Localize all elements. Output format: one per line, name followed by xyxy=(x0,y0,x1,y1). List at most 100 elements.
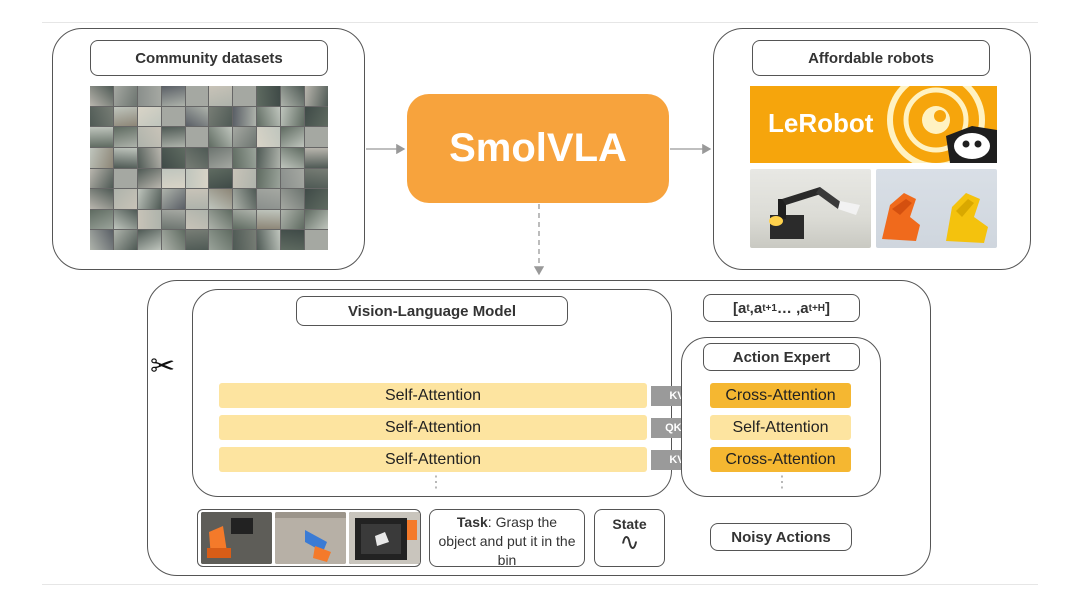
so100-robot-photo xyxy=(750,169,871,248)
dataset-thumbnail xyxy=(161,147,185,168)
dataset-thumbnail xyxy=(113,147,137,168)
task-label: Task xyxy=(456,514,488,530)
dataset-thumbnail xyxy=(185,189,209,209)
input-image-2 xyxy=(275,512,346,564)
expert-cross-attention-1: Cross-Attention xyxy=(710,383,851,408)
dataset-thumbnail xyxy=(257,189,281,209)
dataset-thumbnail xyxy=(185,106,209,127)
expert-ellipsis: ⋮ xyxy=(774,474,790,491)
dataset-thumbnail xyxy=(137,147,161,168)
dataset-thumbnail xyxy=(233,168,257,189)
task-instruction-box: Task: Grasp the object and put it in the… xyxy=(429,509,585,568)
dataset-thumbnail xyxy=(113,230,137,250)
dataset-thumbnail xyxy=(305,230,328,250)
lerobot-logo-banner: LeRobot xyxy=(750,86,997,163)
dataset-thumbnail xyxy=(137,127,161,147)
dataset-thumbnail xyxy=(305,127,328,147)
vlm-self-attention-1: Self-Attention xyxy=(219,383,647,408)
dataset-thumbnail xyxy=(281,127,305,147)
dataset-thumbnail xyxy=(209,168,233,189)
expert-self-attention: Self-Attention xyxy=(710,415,851,440)
scissors-icon: ✂ xyxy=(150,350,176,383)
dataset-thumbnail xyxy=(257,230,281,250)
dataset-thumbnail xyxy=(281,189,305,209)
kv-label-1: KV xyxy=(669,390,685,402)
dataset-thumbnail xyxy=(185,168,209,189)
dataset-thumbnail xyxy=(90,230,113,250)
dataset-thumbnail xyxy=(233,209,257,230)
dataset-thumbnail xyxy=(185,230,209,250)
output-mid1: ,a xyxy=(749,299,763,317)
dataset-thumbnail xyxy=(281,106,305,127)
dataset-thumbnail xyxy=(257,209,281,230)
dataset-thumbnail xyxy=(185,147,209,168)
dataset-thumbnail xyxy=(233,106,257,127)
dataset-thumbnail xyxy=(90,127,113,147)
state-wave-icon: ∿ xyxy=(619,529,640,556)
output-sub-t: t xyxy=(746,302,750,314)
top-rule xyxy=(42,22,1038,23)
dataset-thumbnail xyxy=(90,106,113,127)
dataset-thumbnail xyxy=(90,168,113,189)
dataset-thumbnail xyxy=(209,86,233,106)
action-expert-label: Action Expert xyxy=(703,343,860,371)
dataset-thumbnail xyxy=(161,189,185,209)
dataset-thumbnail xyxy=(90,86,113,106)
dataset-thumbnail xyxy=(113,168,137,189)
dataset-thumbnail xyxy=(233,189,257,209)
vlm-label: Vision-Language Model xyxy=(296,296,568,326)
dataset-thumbnail xyxy=(113,127,137,147)
dataset-thumbnail xyxy=(281,168,305,189)
dataset-mosaic-image xyxy=(90,86,328,250)
dataset-thumbnail xyxy=(209,209,233,230)
dataset-thumbnail xyxy=(305,147,328,168)
input-image-1 xyxy=(201,512,272,564)
dataset-thumbnail xyxy=(209,106,233,127)
dataset-thumbnail xyxy=(137,168,161,189)
dataset-thumbnail xyxy=(257,147,281,168)
dataset-thumbnail xyxy=(161,230,185,250)
noisy-actions-label: Noisy Actions xyxy=(710,523,852,551)
dataset-thumbnail xyxy=(257,106,281,127)
output-prefix: [a xyxy=(732,299,747,317)
dataset-thumbnail xyxy=(305,86,328,106)
community-datasets-label: Community datasets xyxy=(90,40,328,76)
vlm-self-attention-3: Self-Attention xyxy=(219,447,647,472)
dataset-thumbnail xyxy=(185,86,209,106)
koch-robot-photo xyxy=(876,169,997,248)
dataset-thumbnail xyxy=(209,147,233,168)
expert-cross-attention-2: Cross-Attention xyxy=(710,447,851,472)
dataset-thumbnail xyxy=(305,106,328,127)
dataset-thumbnail xyxy=(137,86,161,106)
dataset-thumbnail xyxy=(209,189,233,209)
affordable-robots-label: Affordable robots xyxy=(752,40,990,76)
lerobot-mascot-icon xyxy=(887,86,997,163)
dataset-thumbnail xyxy=(281,230,305,250)
kv-label-2: KV xyxy=(669,454,685,466)
dataset-thumbnail xyxy=(137,209,161,230)
dataset-thumbnail xyxy=(161,106,185,127)
dataset-thumbnail xyxy=(161,209,185,230)
dataset-thumbnail xyxy=(305,209,328,230)
dataset-thumbnail xyxy=(161,127,185,147)
dataset-thumbnail xyxy=(281,209,305,230)
dataset-thumbnail xyxy=(185,209,209,230)
dataset-thumbnail xyxy=(113,86,137,106)
output-suffix: ] xyxy=(825,299,831,317)
input-image-3 xyxy=(349,512,420,564)
dataset-thumbnail xyxy=(90,147,113,168)
dataset-thumbnail xyxy=(209,127,233,147)
dataset-thumbnail xyxy=(161,86,185,106)
input-images-frame xyxy=(197,509,421,567)
dataset-thumbnail xyxy=(305,168,328,189)
dataset-thumbnail xyxy=(305,189,328,209)
lerobot-logo-text: LeRobot xyxy=(768,108,874,138)
dataset-thumbnail xyxy=(233,127,257,147)
output-sub-t1: t+1 xyxy=(762,302,777,314)
dataset-thumbnail xyxy=(113,189,137,209)
bottom-rule xyxy=(42,584,1038,585)
dataset-thumbnail xyxy=(257,86,281,106)
dataset-thumbnail xyxy=(113,209,137,230)
dataset-thumbnail xyxy=(137,106,161,127)
